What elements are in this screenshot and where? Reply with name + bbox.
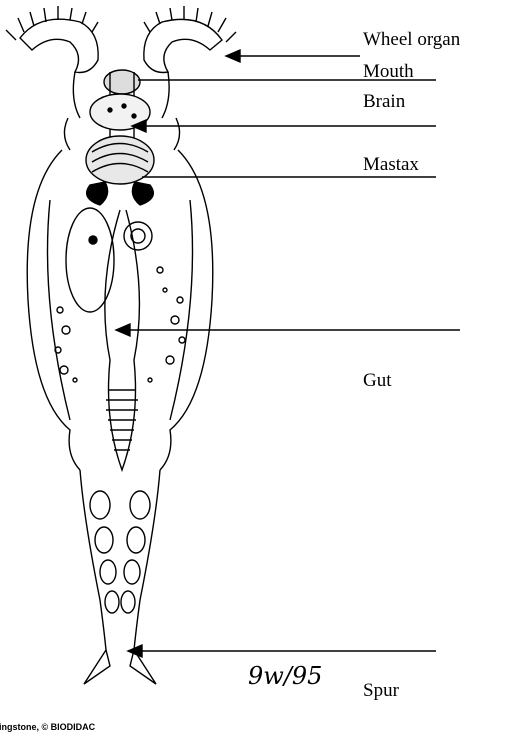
wheel-organ-left	[6, 6, 98, 73]
label-mastax: Mastax	[363, 155, 419, 174]
wheel-organ-right	[144, 6, 236, 73]
leader-wheel-organ	[226, 50, 360, 62]
label-gut: Gut	[363, 371, 392, 390]
label-wheel-organ: Wheel organ	[363, 30, 460, 49]
body-outline	[27, 150, 213, 470]
credit-text: vingstone, © BIODIDAC	[0, 722, 95, 732]
leader-spur	[128, 645, 436, 657]
label-brain: Brain	[363, 92, 405, 111]
label-mouth: Mouth	[363, 62, 414, 81]
spur-left	[84, 650, 110, 684]
gut	[105, 210, 140, 470]
leader-gut	[116, 324, 460, 336]
spur-right	[130, 650, 156, 684]
label-spur: Spur	[363, 681, 399, 700]
signature: 9w/95	[248, 662, 322, 690]
